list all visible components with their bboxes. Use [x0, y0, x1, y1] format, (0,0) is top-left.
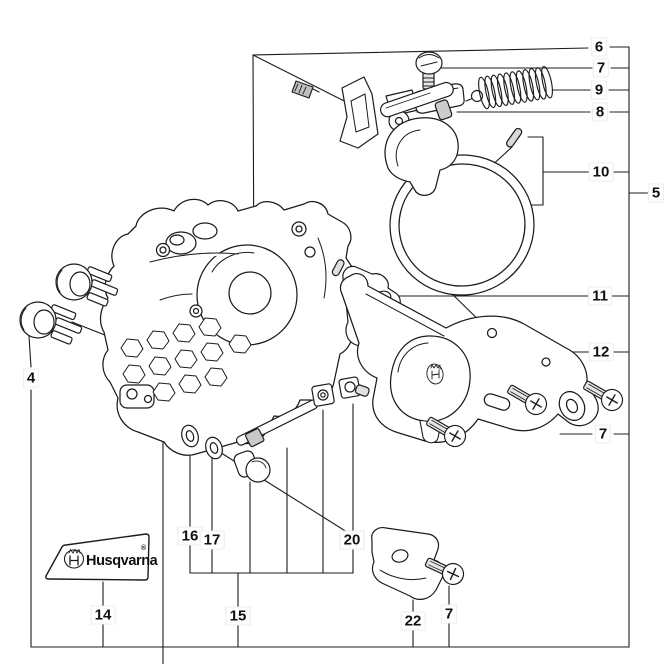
guard-plate-drawing: [371, 527, 465, 600]
callout-11[interactable]: 11: [588, 286, 612, 306]
spring-drawing: [470, 65, 553, 110]
callout-10[interactable]: 10: [588, 162, 614, 182]
adjuster-stud-drawing: [291, 80, 320, 99]
callout-14[interactable]: 14: [90, 605, 116, 625]
callout-5[interactable]: 5: [647, 183, 664, 203]
callout-4[interactable]: 4: [22, 368, 40, 388]
brand-plate: Husqvarna ®: [45, 533, 159, 581]
kickback-guard-drawing: [384, 117, 535, 296]
callout-22[interactable]: 22: [400, 611, 426, 631]
piston-rod-drawing: [380, 81, 454, 121]
callout-20[interactable]: 20: [339, 530, 365, 550]
screw-top-drawing: [415, 51, 443, 90]
callout-16[interactable]: 16: [177, 526, 203, 546]
callout-7c[interactable]: 7: [440, 604, 458, 624]
callout-8[interactable]: 8: [591, 102, 609, 122]
callout-17[interactable]: 17: [199, 530, 225, 550]
callout-6[interactable]: 6: [590, 37, 608, 57]
callout-7b[interactable]: 7: [594, 424, 612, 444]
brand-plate-registered: ®: [141, 544, 147, 552]
tensioner-parts-drawing: [181, 376, 370, 483]
clutch-cover-drawing: [339, 273, 599, 444]
callout-12[interactable]: 12: [588, 342, 614, 362]
callout-15[interactable]: 15: [225, 606, 251, 626]
callout-7a[interactable]: 7: [592, 58, 610, 78]
bushing-set-drawing: [19, 263, 119, 345]
brand-plate-text: Husqvarna: [86, 553, 159, 569]
cover-screws-drawing: [426, 380, 624, 448]
crankcase-drawing: [99, 198, 359, 456]
callout-9[interactable]: 9: [590, 80, 608, 100]
